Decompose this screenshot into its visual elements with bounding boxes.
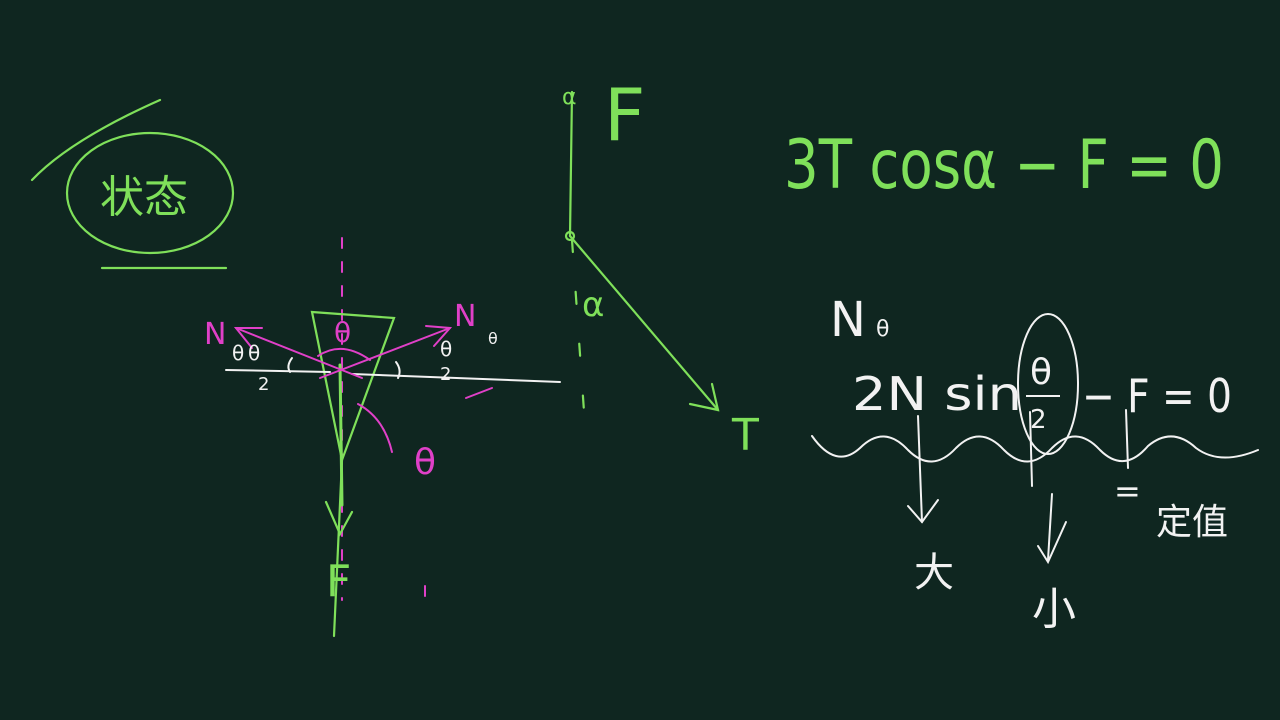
wedge-theta-left: θ [248, 341, 260, 365]
wedge-eq-rhs: − F = 0 [1082, 369, 1232, 423]
wedge-horizontal-left [225, 369, 331, 373]
tripod-vertical-dashed [570, 238, 588, 442]
equation-tripod: 3T cosα − F = 0 [784, 126, 1224, 205]
wedge-force-label: F [326, 556, 351, 607]
arrow-small-shaft [1047, 493, 1053, 561]
wedge-half-angle-right-num: θ [440, 337, 452, 361]
wedge-tick-mark [465, 387, 493, 399]
tripod-pivot-point [564, 230, 576, 242]
wedge-normal-right-label: N [454, 299, 476, 334]
annotation-large: 大 [914, 550, 954, 596]
state-slash-stroke [30, 98, 162, 182]
wedge-top-arc [317, 348, 371, 361]
state-label-group [30, 98, 235, 270]
wedge-normal-left-label: N [204, 317, 226, 352]
wedge-eq-lhs: 2N sin [852, 367, 1022, 421]
wedge-half-angle-left-den: 2 [258, 374, 269, 395]
wedge-outline [310, 310, 396, 465]
wedge-normal-right-arrowhead [425, 325, 453, 347]
wedge-theta-lower: θ [414, 442, 436, 483]
arrow-large-line [917, 415, 923, 523]
tripod-tension-arrowhead [688, 382, 720, 412]
tripod-force-label: F [604, 73, 645, 157]
tripod-tension-line [568, 234, 720, 412]
wedge-theta-center: θ [334, 316, 351, 349]
wedge-normal-right [319, 327, 451, 379]
annotation-small: 小 [1032, 584, 1076, 635]
annotation-equals: = [1114, 472, 1141, 510]
arrow-small-line [1029, 411, 1033, 487]
annotation-constant: 定值 [1156, 502, 1228, 543]
wedge-half-angle-left-num: θ [232, 341, 244, 365]
wedge-eq-annotations [811, 409, 1259, 565]
tripod-diagram [564, 90, 720, 442]
tripod-vertical-line [568, 90, 574, 238]
wedge-lower-arc [357, 403, 393, 453]
arrow-f-line [1125, 409, 1129, 469]
tripod-alpha-top: α [562, 85, 577, 110]
wedge-force-line [332, 458, 344, 638]
wedge-horizontal-right [351, 373, 561, 383]
wedge-half-angle-right-den: 2 [440, 364, 451, 385]
wedge-angle-arc-right [395, 361, 401, 379]
tripod-alpha-label: α [582, 285, 604, 325]
arrow-large-head [907, 499, 939, 524]
wedge-eq-frac-den: 2 [1030, 405, 1047, 435]
wedge-eq-normal-label: N [830, 292, 866, 348]
wedge-eq-frac-circle [1017, 313, 1079, 455]
wedge-normal-right-subscript: θ [488, 329, 498, 348]
state-circle [65, 131, 235, 255]
wavy-underline [811, 435, 1259, 463]
wedge-force-arrowhead [324, 500, 354, 537]
arrow-small-head [1037, 521, 1067, 565]
wedge-diagram [225, 237, 561, 638]
wedge-normal-left-arrowhead [233, 327, 263, 349]
wedge-angle-arc-left [287, 357, 293, 373]
tripod-tension-label: T [731, 410, 759, 461]
wedge-eq-frac-num: θ [1030, 352, 1052, 393]
state-label: 状态 [100, 172, 188, 223]
wedge-eq-normal-subscript: θ [876, 317, 889, 342]
